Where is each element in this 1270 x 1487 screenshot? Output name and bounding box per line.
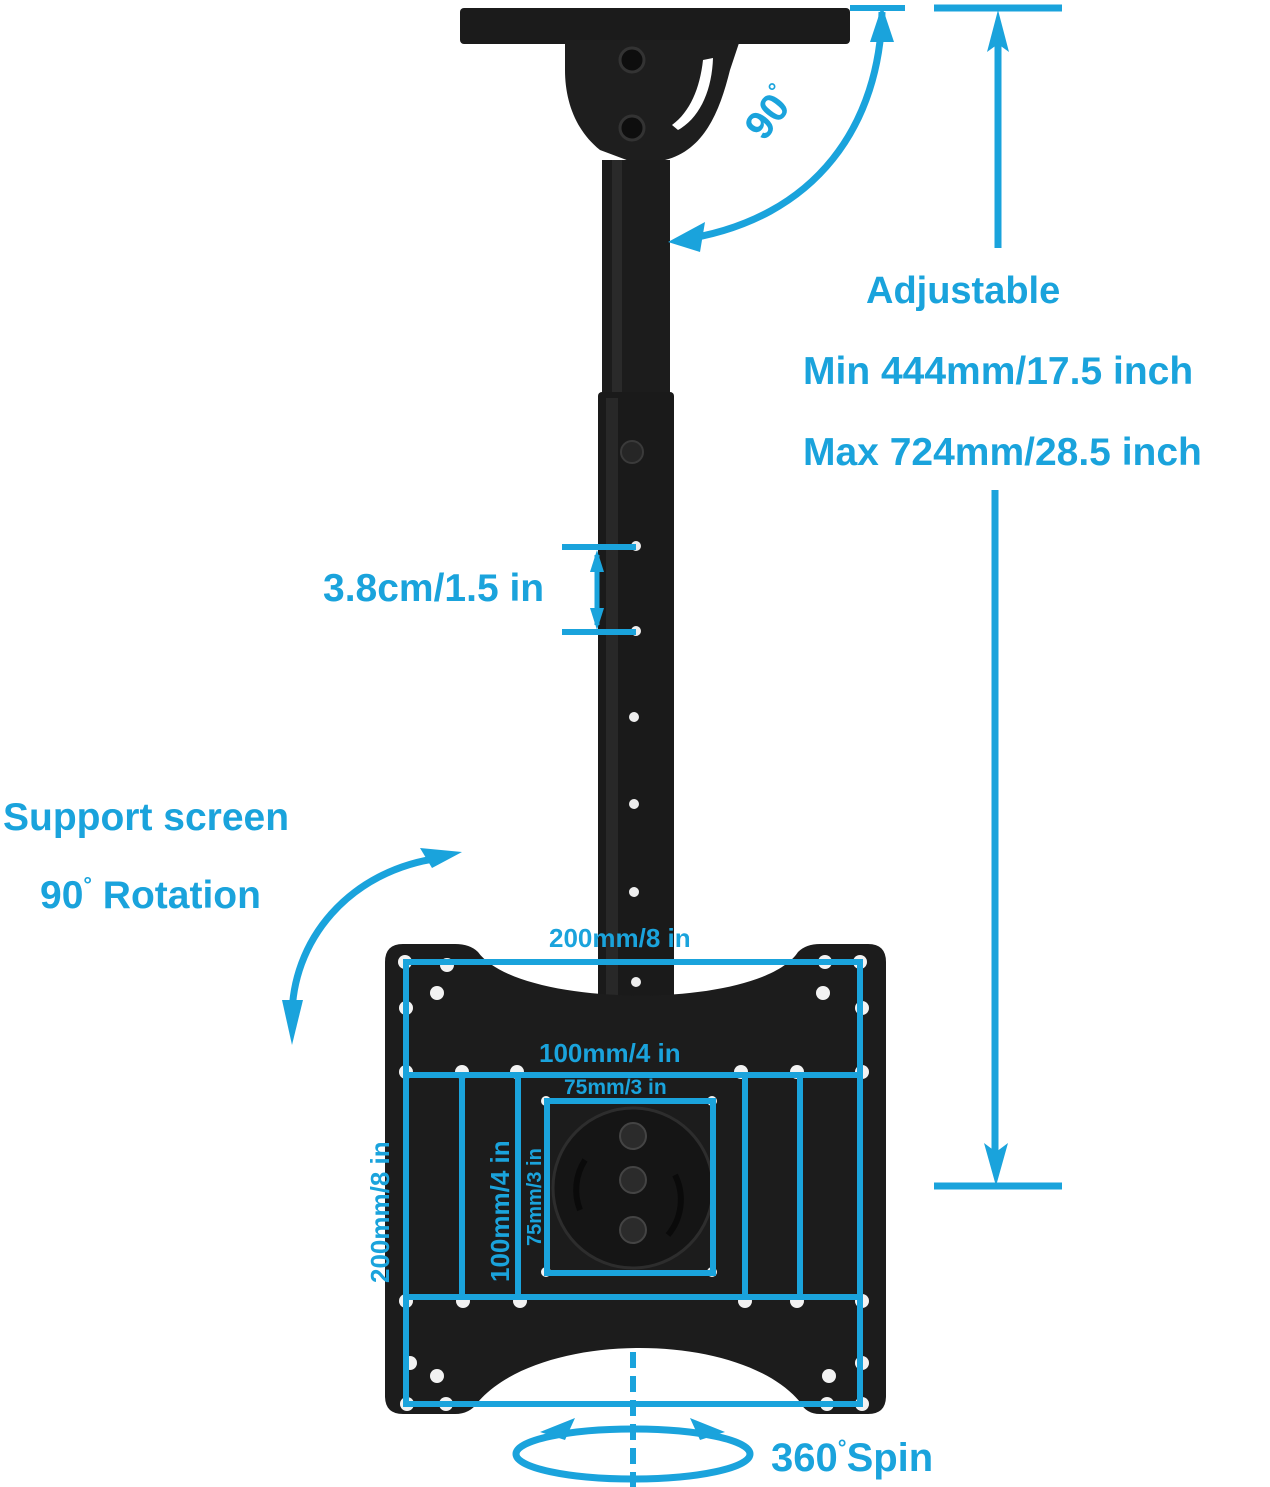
spin-label: 360°Spin	[771, 1434, 934, 1480]
hole-spacing-indicator	[562, 544, 636, 635]
spin-arrow-right-icon	[690, 1418, 725, 1440]
vesa-75-horizontal-label: 75mm/3 in	[564, 1076, 667, 1099]
degree-symbol: °	[83, 872, 92, 897]
hole-spacing-label: 3.8cm/1.5 in	[323, 567, 545, 610]
arrow-right-icon	[420, 848, 462, 868]
arrow-left-icon	[668, 222, 705, 252]
disc-bolt-icon	[619, 1216, 647, 1244]
tilt-arc-arrow	[668, 5, 905, 252]
ceiling-bracket	[460, 8, 850, 165]
arrow-up-icon	[987, 10, 1009, 52]
arrow-up-icon	[870, 6, 894, 42]
screen-rotation-arrow	[282, 848, 462, 1045]
adjustable-heading: Adjustable	[866, 270, 1061, 312]
max-height-label: Max 724mm/28.5 inch	[803, 431, 1202, 474]
spin-angle-value: 360	[771, 1436, 838, 1480]
spin-text: Spin	[846, 1436, 934, 1480]
bracket-bolt-icon	[618, 114, 646, 142]
pole-knob-icon	[620, 440, 644, 464]
height-dimension-arrow	[934, 4, 1062, 1190]
vesa-75-vertical-label: 75mm/3 in	[524, 1148, 546, 1246]
rotation-angle-value: 90	[40, 874, 84, 917]
spin-arrow-left-icon	[540, 1418, 575, 1440]
arrow-up-icon	[590, 550, 604, 572]
disc-bolt-icon	[619, 1122, 647, 1150]
vesa-100-vertical-label: 100mm/4 in	[485, 1140, 515, 1282]
vesa-200-vertical-label: 200mm/8 in	[365, 1141, 395, 1283]
vesa-75-box	[544, 1098, 716, 1276]
vesa-100-horizontal-label: 100mm/4 in	[539, 1038, 681, 1068]
lower-pole	[598, 392, 674, 1012]
rotation-line2: 90° Rotation	[40, 872, 261, 917]
spin-indicator	[512, 1352, 754, 1487]
rotation-text: Rotation	[91, 874, 261, 917]
arrow-down-icon	[984, 1143, 1008, 1186]
arrow-down-icon	[282, 1000, 303, 1045]
min-height-label: Min 444mm/17.5 inch	[803, 350, 1194, 393]
rotation-line1: Support screen	[3, 796, 290, 839]
disc-bolt-icon	[619, 1166, 647, 1194]
vesa-200-horizontal-label: 200mm/8 in	[549, 923, 691, 953]
degree-symbol: °	[837, 1434, 847, 1460]
bracket-bolt-icon	[618, 46, 646, 74]
arrow-down-icon	[590, 608, 604, 630]
